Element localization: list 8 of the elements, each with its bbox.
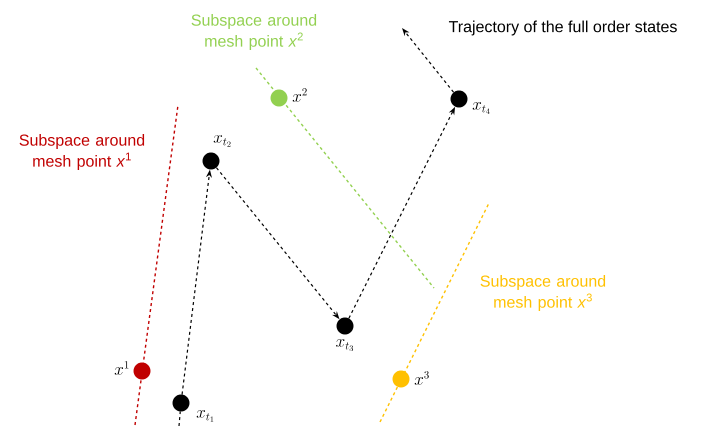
point-label: $x^{3}$ [414, 371, 429, 385]
point-label: $x_{t_1}$ [196, 410, 214, 422]
point-label: $x^{2}$ [292, 88, 307, 102]
point-label: $x_{t_2}$ [214, 134, 231, 147]
annotation: Subspace around mesh point x$^{3}$ [480, 275, 606, 311]
point-label: $x_{t_3}$ [336, 339, 354, 352]
point-label: $x^{1}$ [114, 361, 128, 375]
point-label: $x_{t_4}$ [472, 102, 490, 114]
